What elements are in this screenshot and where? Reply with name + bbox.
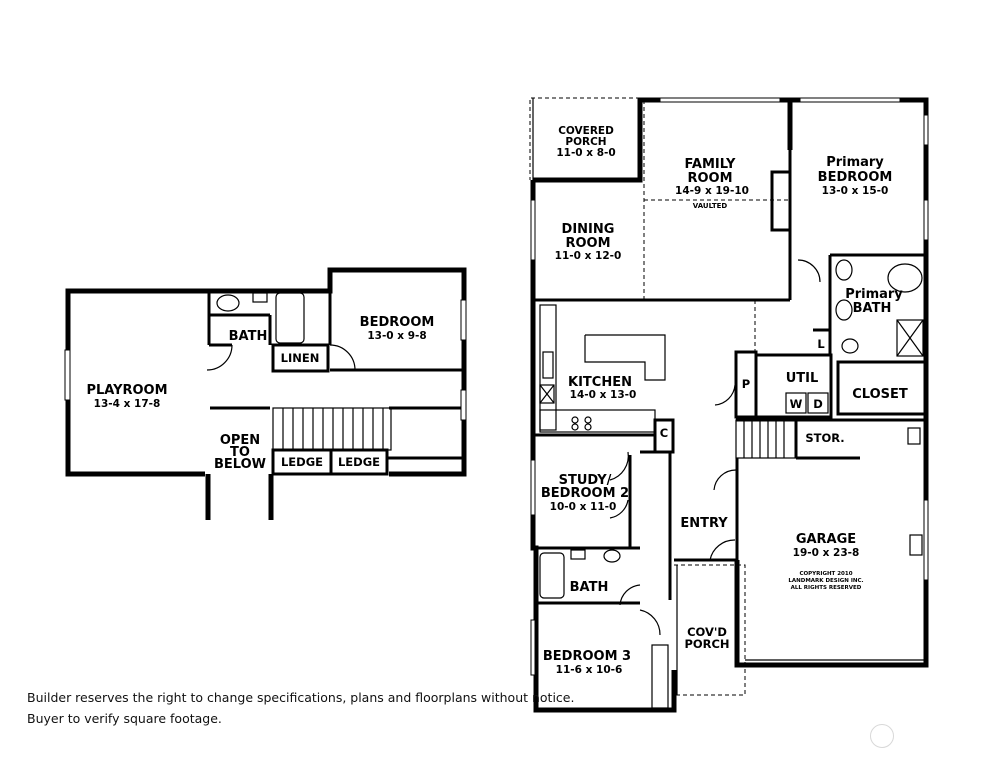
to-label: TO — [230, 445, 250, 460]
entry-label: ENTRY — [680, 516, 728, 531]
linen-closet-label: L — [817, 337, 825, 351]
covered-porch-label-1: COVERED — [558, 125, 614, 137]
upper-floor-plan — [64, 267, 467, 520]
study-dims: 10-0 x 11-0 — [550, 501, 617, 513]
study-label-1: STUDY/ — [559, 473, 612, 488]
family-room-note: VAULTED — [693, 202, 728, 210]
ledge-label-1: LEDGE — [281, 455, 323, 469]
family-room-label-1: FAMILY — [685, 157, 736, 172]
main-floor-plan — [529, 97, 929, 713]
util-label: UTIL — [786, 371, 819, 386]
open-label: OPEN — [220, 433, 260, 448]
upper-bath-label: BATH — [229, 329, 268, 344]
notice-line-1: Builder reserves the right to change spe… — [27, 690, 575, 705]
primary-bath-label-1: Primary — [845, 287, 903, 302]
notice-line-2: Buyer to verify square footage. — [27, 711, 222, 726]
washer-label: W — [790, 397, 803, 411]
dining-room-dims: 11-0 x 12-0 — [555, 250, 622, 262]
dining-room-label-1: DINING — [562, 222, 615, 237]
copyright-line-2: LANDMARK DESIGN INC. — [788, 578, 863, 584]
copyright-line-3: ALL RIGHTS RESERVED — [791, 585, 862, 591]
bedroom3-label: BEDROOM 3 — [543, 649, 631, 664]
closet-label: CLOSET — [852, 387, 908, 402]
playroom-label: PLAYROOM — [86, 383, 167, 398]
bath-label: BATH — [570, 580, 609, 595]
primary-bedroom-label-1: Primary — [826, 155, 884, 170]
kitchen-dims: 14-0 x 13-0 — [570, 389, 637, 401]
covd-porch-label-2: PORCH — [684, 637, 729, 651]
dining-room-label-2: ROOM — [565, 236, 610, 251]
primary-bedroom-dims: 13-0 x 15-0 — [822, 185, 889, 197]
primary-bath-label-2: BATH — [853, 301, 892, 316]
upper-bedroom-label: BEDROOM — [360, 315, 435, 330]
below-label: BELOW — [214, 457, 266, 472]
family-room-dims: 14-9 x 19-10 — [675, 185, 749, 197]
garage-dims: 19-0 x 23-8 — [793, 547, 860, 559]
ledge-label-2: LEDGE — [338, 455, 380, 469]
copyright-line-1: COPYRIGHT 2010 — [799, 571, 852, 577]
coat-closet-label: C — [660, 426, 668, 440]
primary-bedroom-label-2: BEDROOM — [818, 170, 893, 185]
linen-label: LINEN — [281, 351, 320, 365]
upper-bedroom-dims: 13-0 x 9-8 — [367, 330, 426, 342]
watermark-logo — [870, 724, 894, 748]
garage-label: GARAGE — [796, 532, 856, 547]
pantry-label: P — [742, 377, 750, 391]
family-room-label-2: ROOM — [687, 171, 732, 186]
covered-porch-label-2: PORCH — [565, 136, 606, 148]
kitchen-label: KITCHEN — [568, 375, 632, 390]
storage-label: STOR. — [805, 431, 844, 445]
covered-porch-dims: 11-0 x 8-0 — [556, 147, 615, 159]
covd-porch-label-1: COV'D — [687, 625, 727, 639]
study-label-2: BEDROOM 2 — [541, 486, 629, 501]
playroom-dims: 13-4 x 17-8 — [94, 398, 161, 410]
bedroom3-dims: 11-6 x 10-6 — [556, 664, 623, 676]
dryer-label: D — [813, 397, 823, 411]
